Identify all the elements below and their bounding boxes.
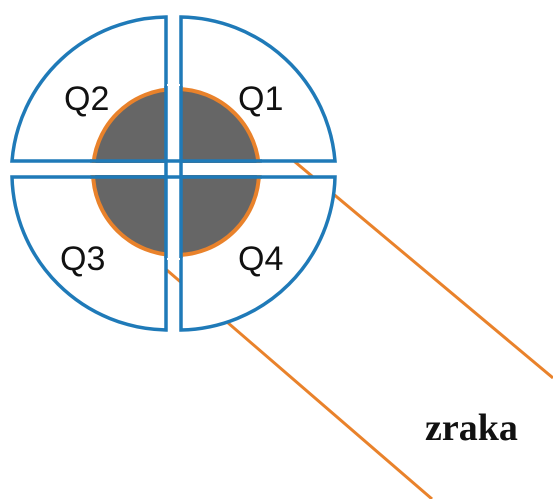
quadrant-gaps <box>88 84 264 260</box>
quadrant-q2-label: Q2 <box>64 80 109 118</box>
quadrant-q4-label: Q4 <box>238 240 283 278</box>
ray-label: zraka <box>425 407 518 449</box>
ray-upper <box>244 118 553 380</box>
quadrant-q1-label: Q1 <box>238 80 283 118</box>
quadrant-q3-label: Q3 <box>60 240 105 278</box>
horizontal-gap <box>88 163 264 175</box>
